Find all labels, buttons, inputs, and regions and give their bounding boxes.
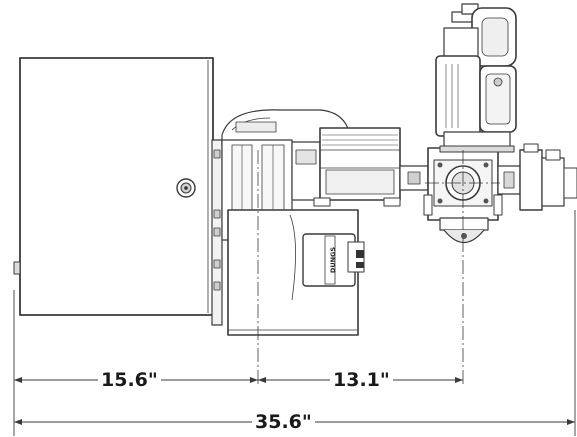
extension-lines xyxy=(13,210,576,436)
valve-dome xyxy=(439,217,489,244)
mounting-bracket xyxy=(211,139,223,326)
dimension-label-13-1: 13.1" xyxy=(330,369,393,391)
valve-brand-text: DUNGS xyxy=(329,247,337,273)
servo-actuator xyxy=(435,3,517,153)
blower-motor xyxy=(291,127,401,207)
control-box-housing xyxy=(13,57,214,316)
pipe-connection xyxy=(399,165,429,191)
dimension-label-15-6: 15.6" xyxy=(98,369,161,391)
motor-body xyxy=(227,209,359,336)
center-lines xyxy=(257,150,500,387)
dimension-label-35-6: 35.6" xyxy=(252,411,315,433)
gas-pipe-train xyxy=(497,143,577,211)
gas-valve-plate xyxy=(302,233,365,287)
